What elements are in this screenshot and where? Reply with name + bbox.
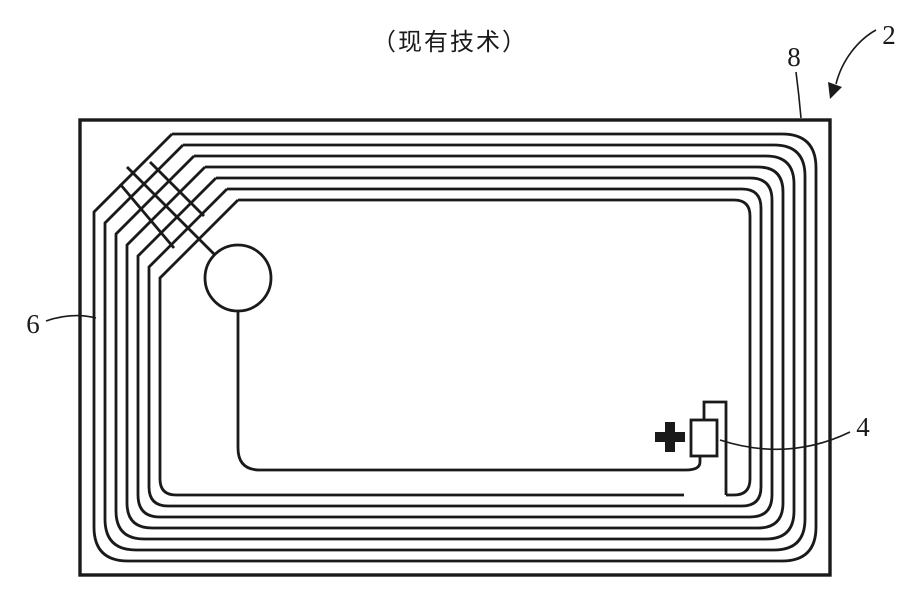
chip-rect xyxy=(689,418,719,458)
figure-title: （现有技术） xyxy=(372,28,528,56)
leader-2-arrow-line xyxy=(835,29,877,85)
pad-connector-line xyxy=(126,166,216,256)
corner-crossover xyxy=(118,161,216,256)
coil-turn-2 xyxy=(103,143,807,552)
jumper-line-2 xyxy=(118,183,176,249)
leader-4 xyxy=(719,431,851,451)
inner-trace xyxy=(236,311,702,472)
label-6: 6 xyxy=(26,309,40,339)
coil-turn-3 xyxy=(114,154,796,541)
label-2: 2 xyxy=(882,20,896,50)
arrowhead-2 xyxy=(828,82,842,99)
pad-circle xyxy=(203,243,273,313)
coil-turn-1 xyxy=(92,132,818,563)
label-8: 8 xyxy=(787,42,801,72)
leader-8 xyxy=(795,71,802,119)
substrate-outline xyxy=(78,118,832,577)
leader-lines xyxy=(45,29,877,451)
coil-turn-4 xyxy=(125,165,785,530)
coil-turn-6 xyxy=(147,187,763,508)
cross-mark-icon xyxy=(655,422,685,452)
coil-turn-7 xyxy=(158,198,752,497)
antenna-coil-turns xyxy=(92,132,818,563)
coil-turn-5 xyxy=(136,176,774,519)
chip-top-trace xyxy=(702,400,728,495)
label-4: 4 xyxy=(856,412,870,442)
leader-6 xyxy=(45,314,97,322)
jumper-line-1 xyxy=(149,161,205,217)
